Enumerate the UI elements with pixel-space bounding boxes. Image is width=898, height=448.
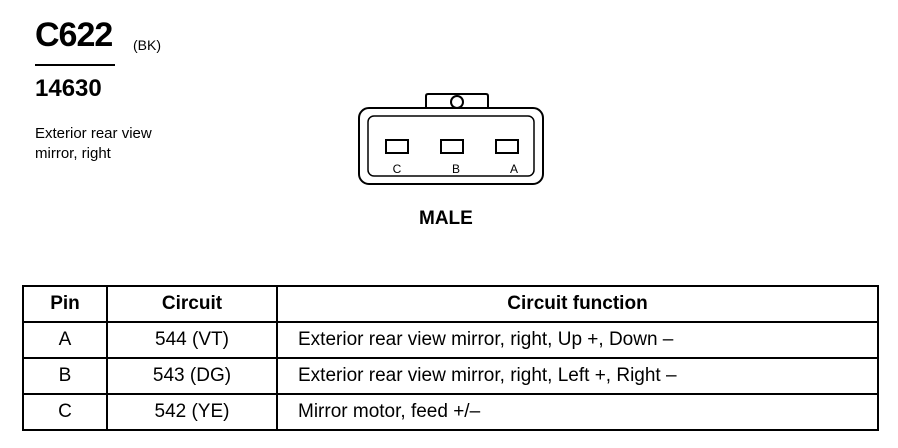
header-circuit: Circuit	[106, 285, 278, 323]
header-pin: Pin	[22, 285, 108, 323]
connector-housing-inner	[367, 115, 535, 177]
table-row: A 544 (VT) Exterior rear view mirror, ri…	[22, 321, 879, 359]
part-number: 14630	[35, 75, 102, 102]
cell-circuit: 544 (VT)	[106, 321, 278, 359]
table-row: C 542 (YE) Mirror motor, feed +/–	[22, 393, 879, 431]
pin-cavity-c	[385, 139, 409, 154]
pin-label-c: C	[393, 162, 402, 176]
header-circuit-function: Circuit function	[276, 285, 879, 323]
locking-tab	[425, 93, 489, 110]
connector-gender-label: MALE	[419, 208, 473, 229]
cell-pin: B	[22, 357, 108, 395]
connector-id: C622	[35, 16, 113, 54]
cell-function: Mirror motor, feed +/–	[276, 393, 879, 431]
pin-label-b: B	[452, 162, 460, 176]
title-divider	[35, 64, 115, 66]
cell-function: Exterior rear view mirror, right, Up +, …	[276, 321, 879, 359]
color-code: (BK)	[133, 37, 161, 53]
pin-label-a: A	[510, 162, 518, 176]
cell-circuit: 543 (DG)	[106, 357, 278, 395]
connector-face-diagram: C B A	[358, 93, 544, 185]
connector-description: Exterior rear view mirror, right	[35, 124, 195, 164]
description-line-2: mirror, right	[35, 145, 111, 162]
description-line-1: Exterior rear view	[35, 125, 152, 142]
pinout-table: Pin Circuit Circuit function A 544 (VT) …	[22, 285, 879, 431]
locking-tab-hole	[450, 95, 464, 109]
cell-function: Exterior rear view mirror, right, Left +…	[276, 357, 879, 395]
table-header-row: Pin Circuit Circuit function	[22, 285, 879, 323]
cell-circuit: 542 (YE)	[106, 393, 278, 431]
pin-cavity-b	[440, 139, 464, 154]
cell-pin: C	[22, 393, 108, 431]
table-row: B 543 (DG) Exterior rear view mirror, ri…	[22, 357, 879, 395]
cell-pin: A	[22, 321, 108, 359]
pin-cavity-a	[495, 139, 519, 154]
